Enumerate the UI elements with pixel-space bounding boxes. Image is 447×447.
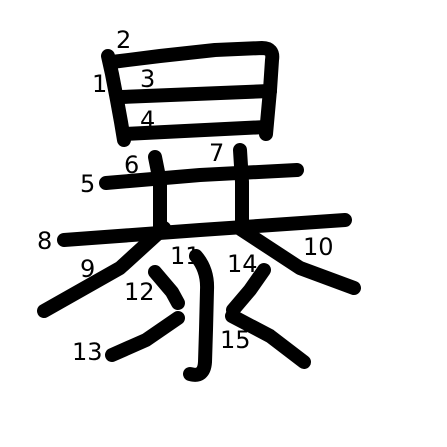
stroke-number-3: 3 [140, 65, 155, 93]
stroke-number-13: 13 [72, 338, 103, 366]
stroke-number-15: 15 [220, 326, 251, 354]
stroke-2 [105, 41, 280, 141]
stroke-number-12: 12 [124, 278, 155, 306]
stroke-number-5: 5 [80, 170, 95, 198]
stroke-12 [148, 265, 185, 310]
stroke-4 [118, 120, 273, 141]
stroke-13 [105, 311, 185, 362]
stroke-number-9: 9 [80, 255, 95, 283]
stroke-6 [148, 150, 167, 234]
stroke-number-2: 2 [116, 26, 131, 54]
stroke-number-11: 11 [170, 242, 201, 270]
stroke-3 [115, 84, 277, 104]
stroke-number-10: 10 [303, 233, 334, 261]
stroke-10 [232, 221, 361, 295]
stroke-number-7: 7 [209, 139, 224, 167]
stroke-5 [99, 163, 304, 190]
stroke-number-1: 1 [92, 70, 107, 98]
stroke-number-4: 4 [140, 106, 155, 134]
stroke-14 [226, 263, 271, 317]
stroke-number-labels: 1 2 3 4 5 6 7 8 9 10 11 12 13 14 15 [37, 26, 334, 366]
stroke-15 [225, 309, 311, 369]
stroke-number-8: 8 [37, 227, 52, 255]
character-strokes [37, 41, 361, 382]
stroke-7 [233, 143, 249, 229]
stroke-9 [37, 221, 171, 318]
stroke-number-14: 14 [227, 250, 258, 278]
stroke-11 [183, 249, 215, 382]
stroke-8 [57, 213, 352, 247]
stroke-number-6: 6 [124, 151, 139, 179]
